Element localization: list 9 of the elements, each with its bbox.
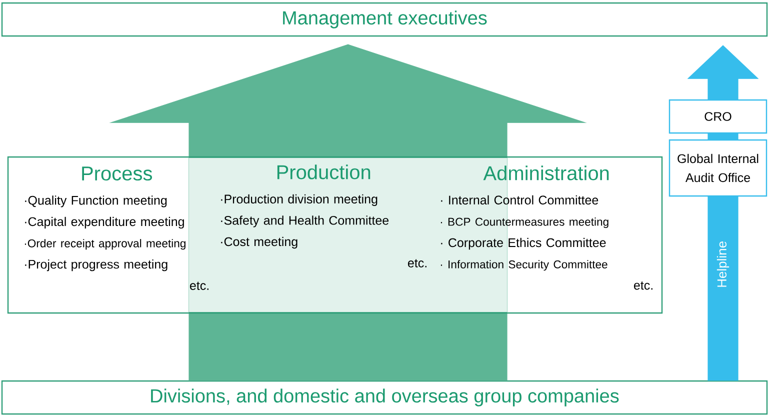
edge-label: Helpline — [716, 242, 730, 287]
list-section: Production ·Production division meeting ·Safety and Health Committee ·Cost meeting etc. — [221, 164, 426, 268]
group-box — [7, 156, 663, 314]
heading-band: Divisions, and domestic and overseas group companies — [1, 380, 768, 415]
heading-band: Management executives — [1, 2, 768, 37]
list-section: Process ·Quality Function meeting ·Capital expenditure meeting ·Order receipt approval meeting ·Project progress meeting etc. — [24, 166, 208, 290]
list-section: Administration · Internal Control Committee · BCP Countermeasures meeting · Corporate Ethics Committee · Information Security Committee etc. — [440, 166, 652, 290]
office-box: Global Internal Audit Office — [668, 139, 768, 197]
office-box: CRO — [668, 99, 768, 134]
